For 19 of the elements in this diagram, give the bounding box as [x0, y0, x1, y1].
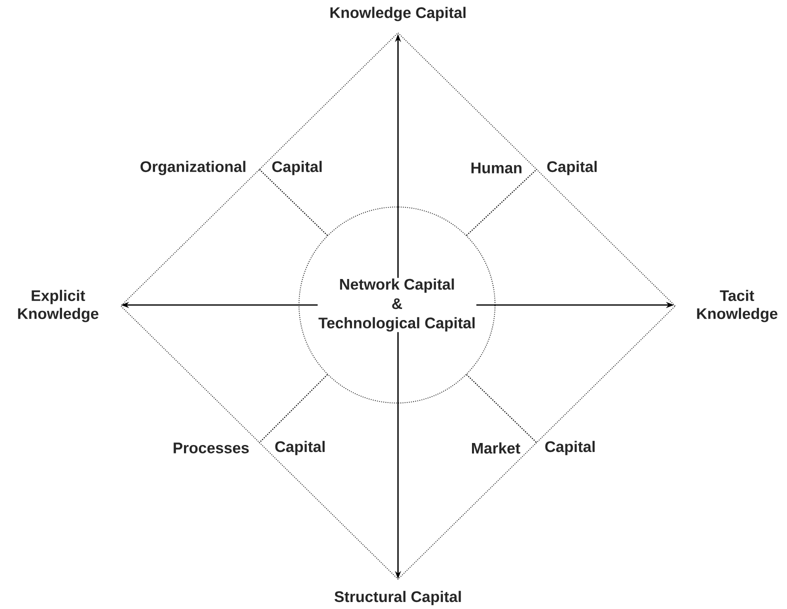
circle-node	[298, 206, 496, 404]
axis-label: Processes	[174, 442, 249, 454]
axis-label: Tacit Knowledge	[697, 290, 778, 322]
axis-label: Capital	[272, 160, 322, 176]
connector-line	[466, 168, 538, 236]
axis-label: Explicit Knowledge	[18, 290, 98, 322]
axis-label: Capital	[545, 440, 595, 456]
axis-label: Organizational	[140, 160, 246, 176]
axis-label: Knowledge Capital	[330, 6, 466, 22]
connector-line	[258, 168, 328, 236]
axis-label: Market	[472, 442, 520, 454]
node-text: Network Capital & Technological Capital	[318, 278, 476, 332]
axis-label: Human	[471, 162, 522, 174]
axis-label: Capital	[275, 440, 325, 456]
axis-label: Structural Capital	[334, 590, 461, 606]
connector-line	[258, 374, 328, 444]
connector-line	[466, 374, 538, 444]
axis-label: Capital	[547, 160, 597, 176]
diamond-outline	[120, 32, 676, 580]
